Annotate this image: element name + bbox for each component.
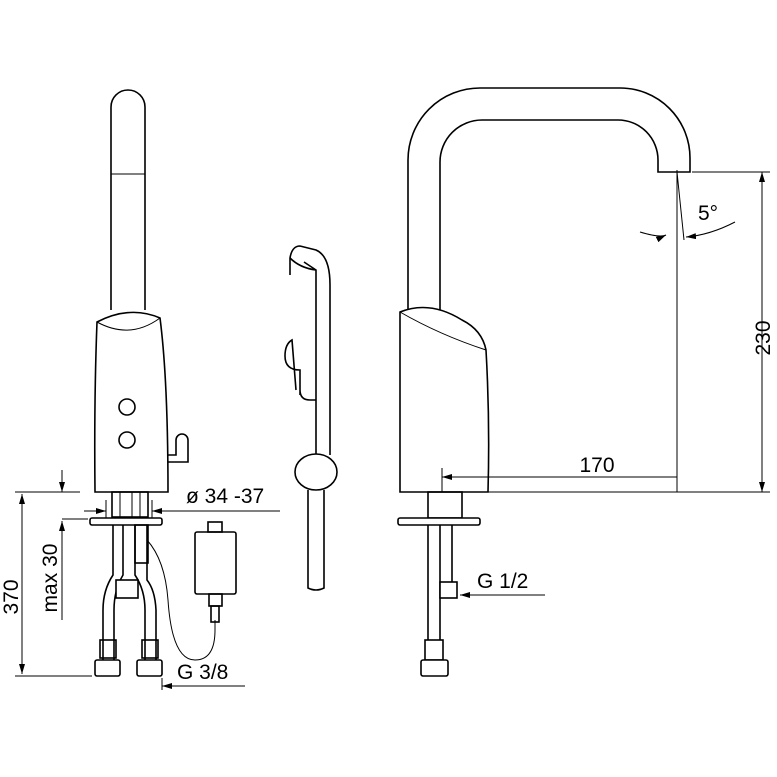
hole-diameter-label: ø 34 -37 xyxy=(186,485,264,508)
max-thickness-label: max 30 xyxy=(39,544,62,613)
spout-height-label: 230 xyxy=(752,320,775,355)
connection-front-label: G 3/8 xyxy=(177,661,228,684)
power-box xyxy=(194,531,237,595)
front-view-faucet xyxy=(89,89,237,677)
dimension-lines xyxy=(15,171,770,690)
reach-label: 170 xyxy=(579,454,614,477)
connection-side-label: G 1/2 xyxy=(477,570,528,593)
side-view-faucet xyxy=(397,87,691,677)
sensor-window-icon xyxy=(118,398,136,416)
angle-label: 5° xyxy=(698,202,718,225)
sensor-window-icon xyxy=(118,431,136,449)
total-length-label: 370 xyxy=(0,579,23,614)
lever-hook-icon xyxy=(168,433,189,463)
side-view-spray xyxy=(284,245,338,591)
